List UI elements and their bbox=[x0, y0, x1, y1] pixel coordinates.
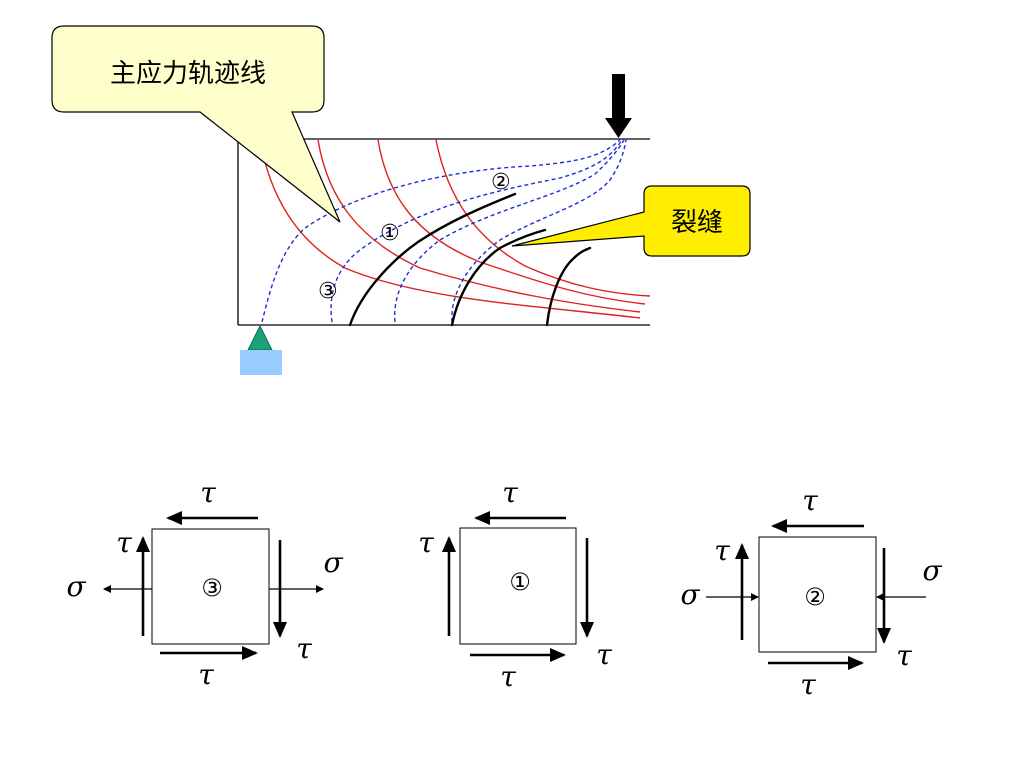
compression-trajectory-line bbox=[393, 139, 625, 323]
tau-bottom-label: τ bbox=[198, 658, 214, 691]
element-label: ② bbox=[804, 583, 826, 611]
beam-marker-three: ③ bbox=[318, 279, 338, 304]
tension-trajectories bbox=[259, 139, 651, 319]
sigma-left-label: σ bbox=[680, 578, 700, 611]
tau-top-label: τ bbox=[802, 484, 818, 517]
tau-right-label: τ bbox=[896, 639, 912, 672]
tension-trajectory-line bbox=[377, 139, 646, 305]
crack-callout-label: 裂缝 bbox=[671, 208, 723, 238]
beam-marker-two: ② bbox=[491, 170, 511, 195]
tau-top-label: τ bbox=[502, 476, 518, 509]
tau-right-label: τ bbox=[296, 632, 312, 665]
tau-bottom-label: τ bbox=[800, 668, 816, 701]
stress-element-two: ② τ τ τ τ σ σ bbox=[680, 484, 942, 701]
beam-markers: ② ① ③ bbox=[318, 170, 511, 304]
element-square bbox=[151, 528, 270, 645]
compression-trajectory-line bbox=[451, 139, 627, 323]
tension-trajectory-line bbox=[259, 139, 641, 319]
cracks bbox=[348, 192, 592, 327]
crack-callout: 裂缝 bbox=[511, 185, 751, 257]
crack-line bbox=[450, 228, 547, 327]
element-label: ③ bbox=[201, 574, 223, 602]
tau-right-label: τ bbox=[596, 638, 612, 671]
stress-element-one: ① τ τ τ τ bbox=[418, 476, 612, 693]
trajectory-callout: 主应力轨迹线 bbox=[51, 25, 341, 223]
sigma-left-label: σ bbox=[66, 570, 86, 603]
sigma-right-label: σ bbox=[922, 554, 942, 587]
tau-left-label: τ bbox=[116, 526, 132, 559]
trajectory-callout-label: 主应力轨迹线 bbox=[110, 59, 266, 89]
tension-trajectory-line bbox=[317, 139, 641, 313]
beam bbox=[237, 138, 650, 326]
pin-support-icon bbox=[240, 324, 282, 375]
tau-left-label: τ bbox=[418, 526, 434, 559]
load-arrow-icon bbox=[605, 74, 632, 138]
compression-trajectories bbox=[261, 139, 627, 323]
tau-bottom-label: τ bbox=[500, 660, 516, 693]
compression-trajectory-line bbox=[330, 139, 623, 323]
crack-line bbox=[348, 192, 517, 327]
tension-trajectory-line bbox=[435, 139, 651, 297]
crack-line bbox=[545, 246, 592, 327]
beam-marker-one: ① bbox=[380, 221, 400, 246]
stress-element-three: ③ τ τ τ τ σ σ bbox=[66, 476, 343, 691]
element-square bbox=[459, 527, 577, 645]
tau-top-label: τ bbox=[200, 476, 216, 509]
sigma-right-label: σ bbox=[323, 546, 343, 579]
tau-left-label: τ bbox=[714, 534, 730, 567]
element-label: ① bbox=[509, 568, 531, 596]
compression-trajectory-line bbox=[261, 139, 621, 323]
